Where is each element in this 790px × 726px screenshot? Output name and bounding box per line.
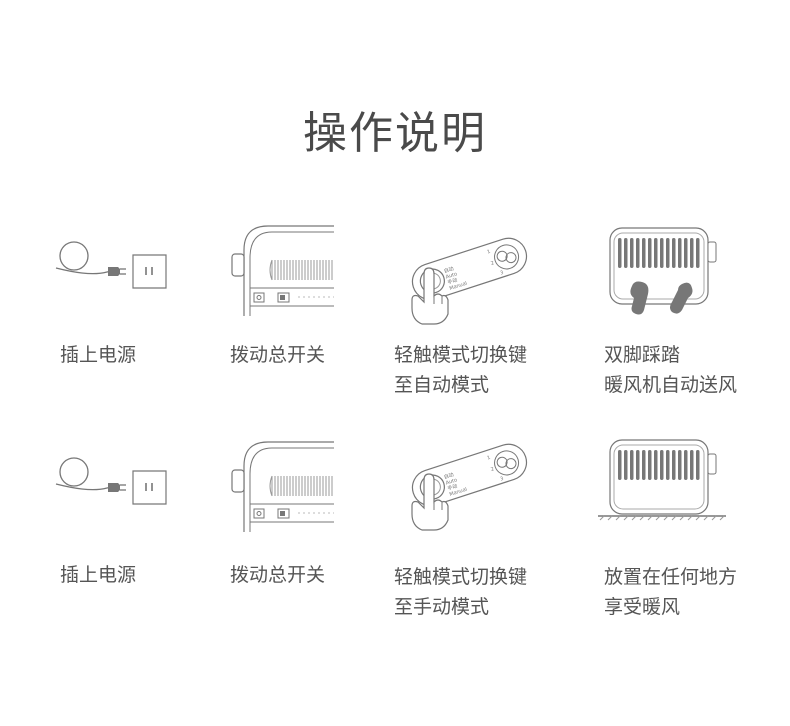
svg-text:自动: 自动: [443, 471, 455, 481]
svg-text:1: 1: [486, 249, 491, 256]
wall-socket: [133, 255, 166, 288]
svg-text:3: 3: [499, 270, 504, 277]
side-knob: [232, 254, 244, 276]
svg-text:自动: 自动: [443, 265, 455, 275]
svg-text:2: 2: [490, 260, 495, 267]
step-caption-place-anywhere: 放置在任何地方 享受暖风: [604, 566, 738, 618]
power-plug-illustration: [52, 238, 172, 294]
step-caption-master-switch-2: 拨动总开关: [230, 564, 326, 586]
heater-on-floor-illustration: [598, 436, 726, 524]
plug-head: [108, 267, 120, 276]
step-caption-feet-activate: 双脚踩踏 暖风机自动送风: [604, 344, 738, 396]
step-caption-manual-mode: 轻触模式切换键 至手动模式: [394, 566, 528, 618]
svg-text:手动: 手动: [447, 482, 459, 492]
grille-fins: [272, 260, 332, 280]
power-cord: [56, 268, 112, 274]
heater-switch-illustration-2: [228, 440, 336, 532]
svg-text:3: 3: [499, 476, 504, 483]
step-caption-auto-mode: 轻触模式切换键 至自动模式: [394, 344, 528, 396]
step-caption-plug-in: 插上电源: [60, 344, 137, 366]
step-caption-master-switch: 拨动总开关: [230, 344, 326, 366]
svg-text:Manual: Manual: [449, 281, 468, 292]
power-plug-illustration-2: [52, 454, 172, 510]
right-foot: [670, 282, 693, 314]
svg-text:手动: 手动: [447, 276, 459, 286]
svg-text:2: 2: [490, 466, 495, 473]
cord-loop: [60, 242, 88, 270]
heater-switch-illustration: [228, 224, 336, 316]
mode-button-manual-illustration: 自动 Auto 手动 Manual 1 2 3: [404, 434, 528, 530]
svg-text:Manual: Manual: [449, 487, 468, 498]
mode-button-auto-illustration: 自动 Auto 手动 Manual 1 2 3: [404, 228, 528, 324]
step-caption-plug-in-2: 插上电源: [60, 564, 137, 586]
pressing-finger: [412, 268, 448, 324]
floor-hatch: [600, 516, 724, 520]
page-title: 操作说明: [303, 108, 487, 159]
left-foot: [630, 281, 649, 315]
svg-text:1: 1: [486, 455, 491, 462]
svg-text:Auto: Auto: [445, 271, 458, 280]
heater-feet-illustration: [608, 224, 724, 315]
svg-text:Auto: Auto: [445, 477, 458, 486]
heater-grille: [618, 238, 700, 268]
